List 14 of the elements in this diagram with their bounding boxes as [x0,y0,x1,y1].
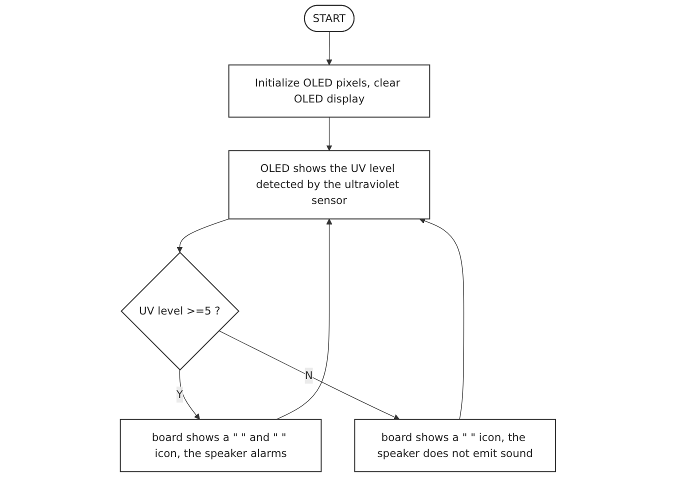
arrow [326,31,332,66]
node-box: board shows a " " and " " icon, the speaker alarms [120,418,322,472]
edge-label: N [304,369,313,382]
arrow [179,370,200,420]
node-box: OLED shows the UV level detected by the ultraviolet sensor [228,150,430,220]
node-box: board shows a " " icon, the speaker does not emit sound [354,418,556,472]
arrow [326,116,332,151]
edge-label: Y [176,388,184,401]
arrow [276,218,332,420]
node-box: Initialize OLED pixels, clear OLED display [228,64,430,118]
node-diamond: UV level >=5 ? [120,252,240,371]
arrow [419,218,464,420]
arrow [176,218,230,253]
arrow [218,330,400,420]
